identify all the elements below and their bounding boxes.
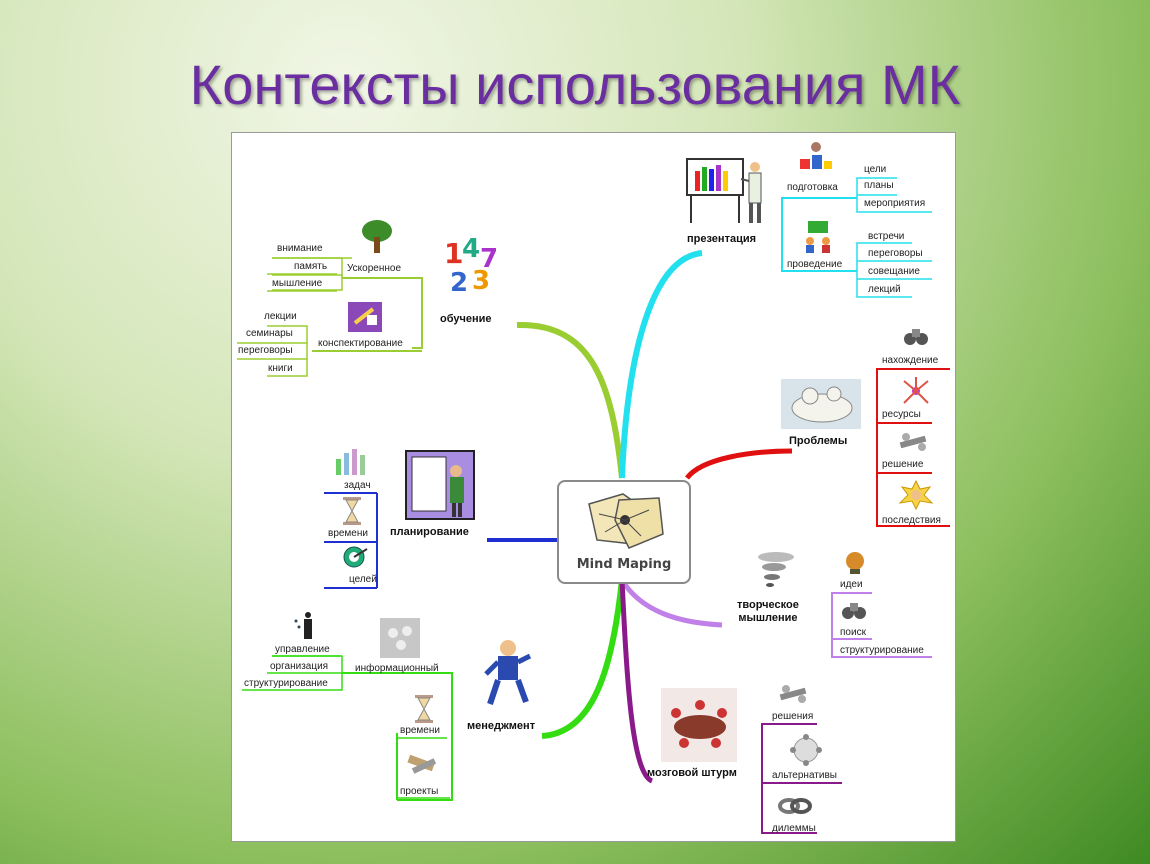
people-icon	[294, 612, 312, 639]
network-icon	[903, 377, 929, 404]
leaf-peregovory[interactable]: переговоры	[238, 345, 293, 356]
leaf-zadach[interactable]: задач	[344, 480, 371, 491]
branch-obuchenie[interactable]: обучение	[440, 313, 492, 325]
node-podgotovka[interactable]: подготовка	[787, 182, 838, 193]
node-informacionnyy[interactable]: информационный	[355, 663, 439, 674]
leaf-peregovory-p[interactable]: переговоры	[868, 248, 923, 259]
leaf-vstrechi[interactable]: встречи	[868, 231, 905, 242]
tree-icon	[362, 220, 392, 253]
svg-text:1: 1	[444, 237, 463, 270]
leaf-resursy[interactable]: ресурсы	[882, 409, 921, 420]
leaf-lekciy[interactable]: лекций	[868, 284, 901, 295]
branch-menedzhment[interactable]: менеджмент	[467, 720, 536, 732]
people-icon	[806, 221, 830, 253]
bar-chart-icon	[336, 449, 365, 475]
leaf-idei[interactable]: идеи	[840, 579, 863, 590]
leaf-strukturirovanie-t[interactable]: структурирование	[840, 645, 924, 656]
leaf-organizaciya[interactable]: организация	[270, 661, 329, 672]
leaf-reshenie[interactable]: решение	[882, 459, 924, 470]
leaf-proekty[interactable]: проекты	[400, 786, 439, 797]
leaf-seminary[interactable]: семинары	[246, 328, 293, 339]
svg-text:4: 4	[462, 234, 480, 264]
meeting-icon	[661, 688, 737, 762]
leaf-nahozhdenie[interactable]: нахождение	[882, 355, 939, 366]
network-icon	[790, 734, 822, 766]
svg-text:7: 7	[480, 244, 498, 274]
center-node[interactable]: Mind Maping	[557, 480, 691, 584]
tools-icon	[779, 685, 807, 703]
notes-icon	[348, 302, 382, 332]
leaf-celi[interactable]: цели	[864, 164, 887, 175]
mind-map-connectors	[237, 177, 950, 834]
branch-tvorcheskoe[interactable]: творческое мышление	[737, 599, 799, 625]
binoculars-icon	[842, 603, 866, 619]
svg-text:2: 2	[450, 268, 468, 295]
manager-icon	[484, 640, 532, 705]
mind-map-panel: Mind Maping обучение Ускоренное внимание…	[231, 132, 956, 842]
leaf-meropriyatiya[interactable]: мероприятия	[864, 198, 926, 209]
leaf-vremeni[interactable]: времени	[328, 528, 368, 539]
branch-planirovanie[interactable]: планирование	[390, 526, 469, 538]
leaf-pamyat[interactable]: память	[294, 261, 328, 272]
lightbulb-icon	[846, 552, 864, 574]
slide-title: Контексты использования МК	[189, 53, 961, 116]
svg-text:3: 3	[472, 266, 490, 295]
leaf-plany[interactable]: планы	[864, 180, 894, 191]
chart-board-icon	[686, 158, 762, 223]
node-konspekt[interactable]: конспектирование	[318, 338, 403, 349]
tools-icon	[899, 433, 927, 451]
leaf-knigi[interactable]: книги	[268, 363, 293, 374]
branch-tvorcheskoe-line2: мышление	[738, 612, 798, 624]
leaf-posledstviya[interactable]: последствия	[882, 515, 941, 526]
explosion-icon	[898, 479, 934, 511]
leaf-vnimanie[interactable]: внимание	[277, 243, 323, 254]
leaf-myshlenie[interactable]: мышление	[272, 278, 323, 289]
branch-prezentaciya[interactable]: презентация	[687, 233, 757, 245]
leaf-celey[interactable]: целей	[349, 574, 377, 585]
leaf-dilemmy[interactable]: дилеммы	[772, 823, 816, 834]
leaf-alternativy[interactable]: альтернативы	[772, 770, 837, 781]
leaf-resheniya[interactable]: решения	[772, 711, 814, 722]
presenter-icon	[405, 450, 475, 520]
hourglass-icon	[415, 695, 433, 723]
numbers-icon: 1 4 7 2 3	[444, 234, 498, 295]
branch-tvorcheskoe-line1: творческое	[737, 599, 799, 611]
branch-problemy[interactable]: Проблемы	[789, 435, 848, 447]
tornado-icon	[758, 552, 794, 587]
center-label: Mind Maping	[576, 557, 672, 572]
node-provedenie[interactable]: проведение	[787, 259, 843, 270]
leaf-poisk[interactable]: поиск	[840, 627, 866, 638]
puzzle-icon	[781, 379, 861, 429]
tools-icon	[407, 754, 437, 774]
leaf-lekcii[interactable]: лекции	[264, 311, 297, 322]
branch-shturm[interactable]: мозговой штурм	[647, 767, 737, 779]
leaf-strukturirovanie-m[interactable]: структурирование	[244, 678, 328, 689]
leaf-upravlenie[interactable]: управление	[275, 644, 330, 655]
target-icon	[343, 546, 368, 568]
leaf-vremeni-m[interactable]: времени	[400, 725, 440, 736]
map-icon	[588, 493, 664, 549]
blocks-icon	[800, 142, 832, 169]
hourglass-icon	[343, 497, 361, 525]
binoculars-icon	[904, 329, 928, 345]
node-uskorennoe[interactable]: Ускоренное	[347, 263, 402, 274]
network-icon	[380, 618, 420, 658]
leaf-soveshchanie[interactable]: совещание	[868, 266, 920, 277]
chain-icon	[778, 798, 812, 814]
